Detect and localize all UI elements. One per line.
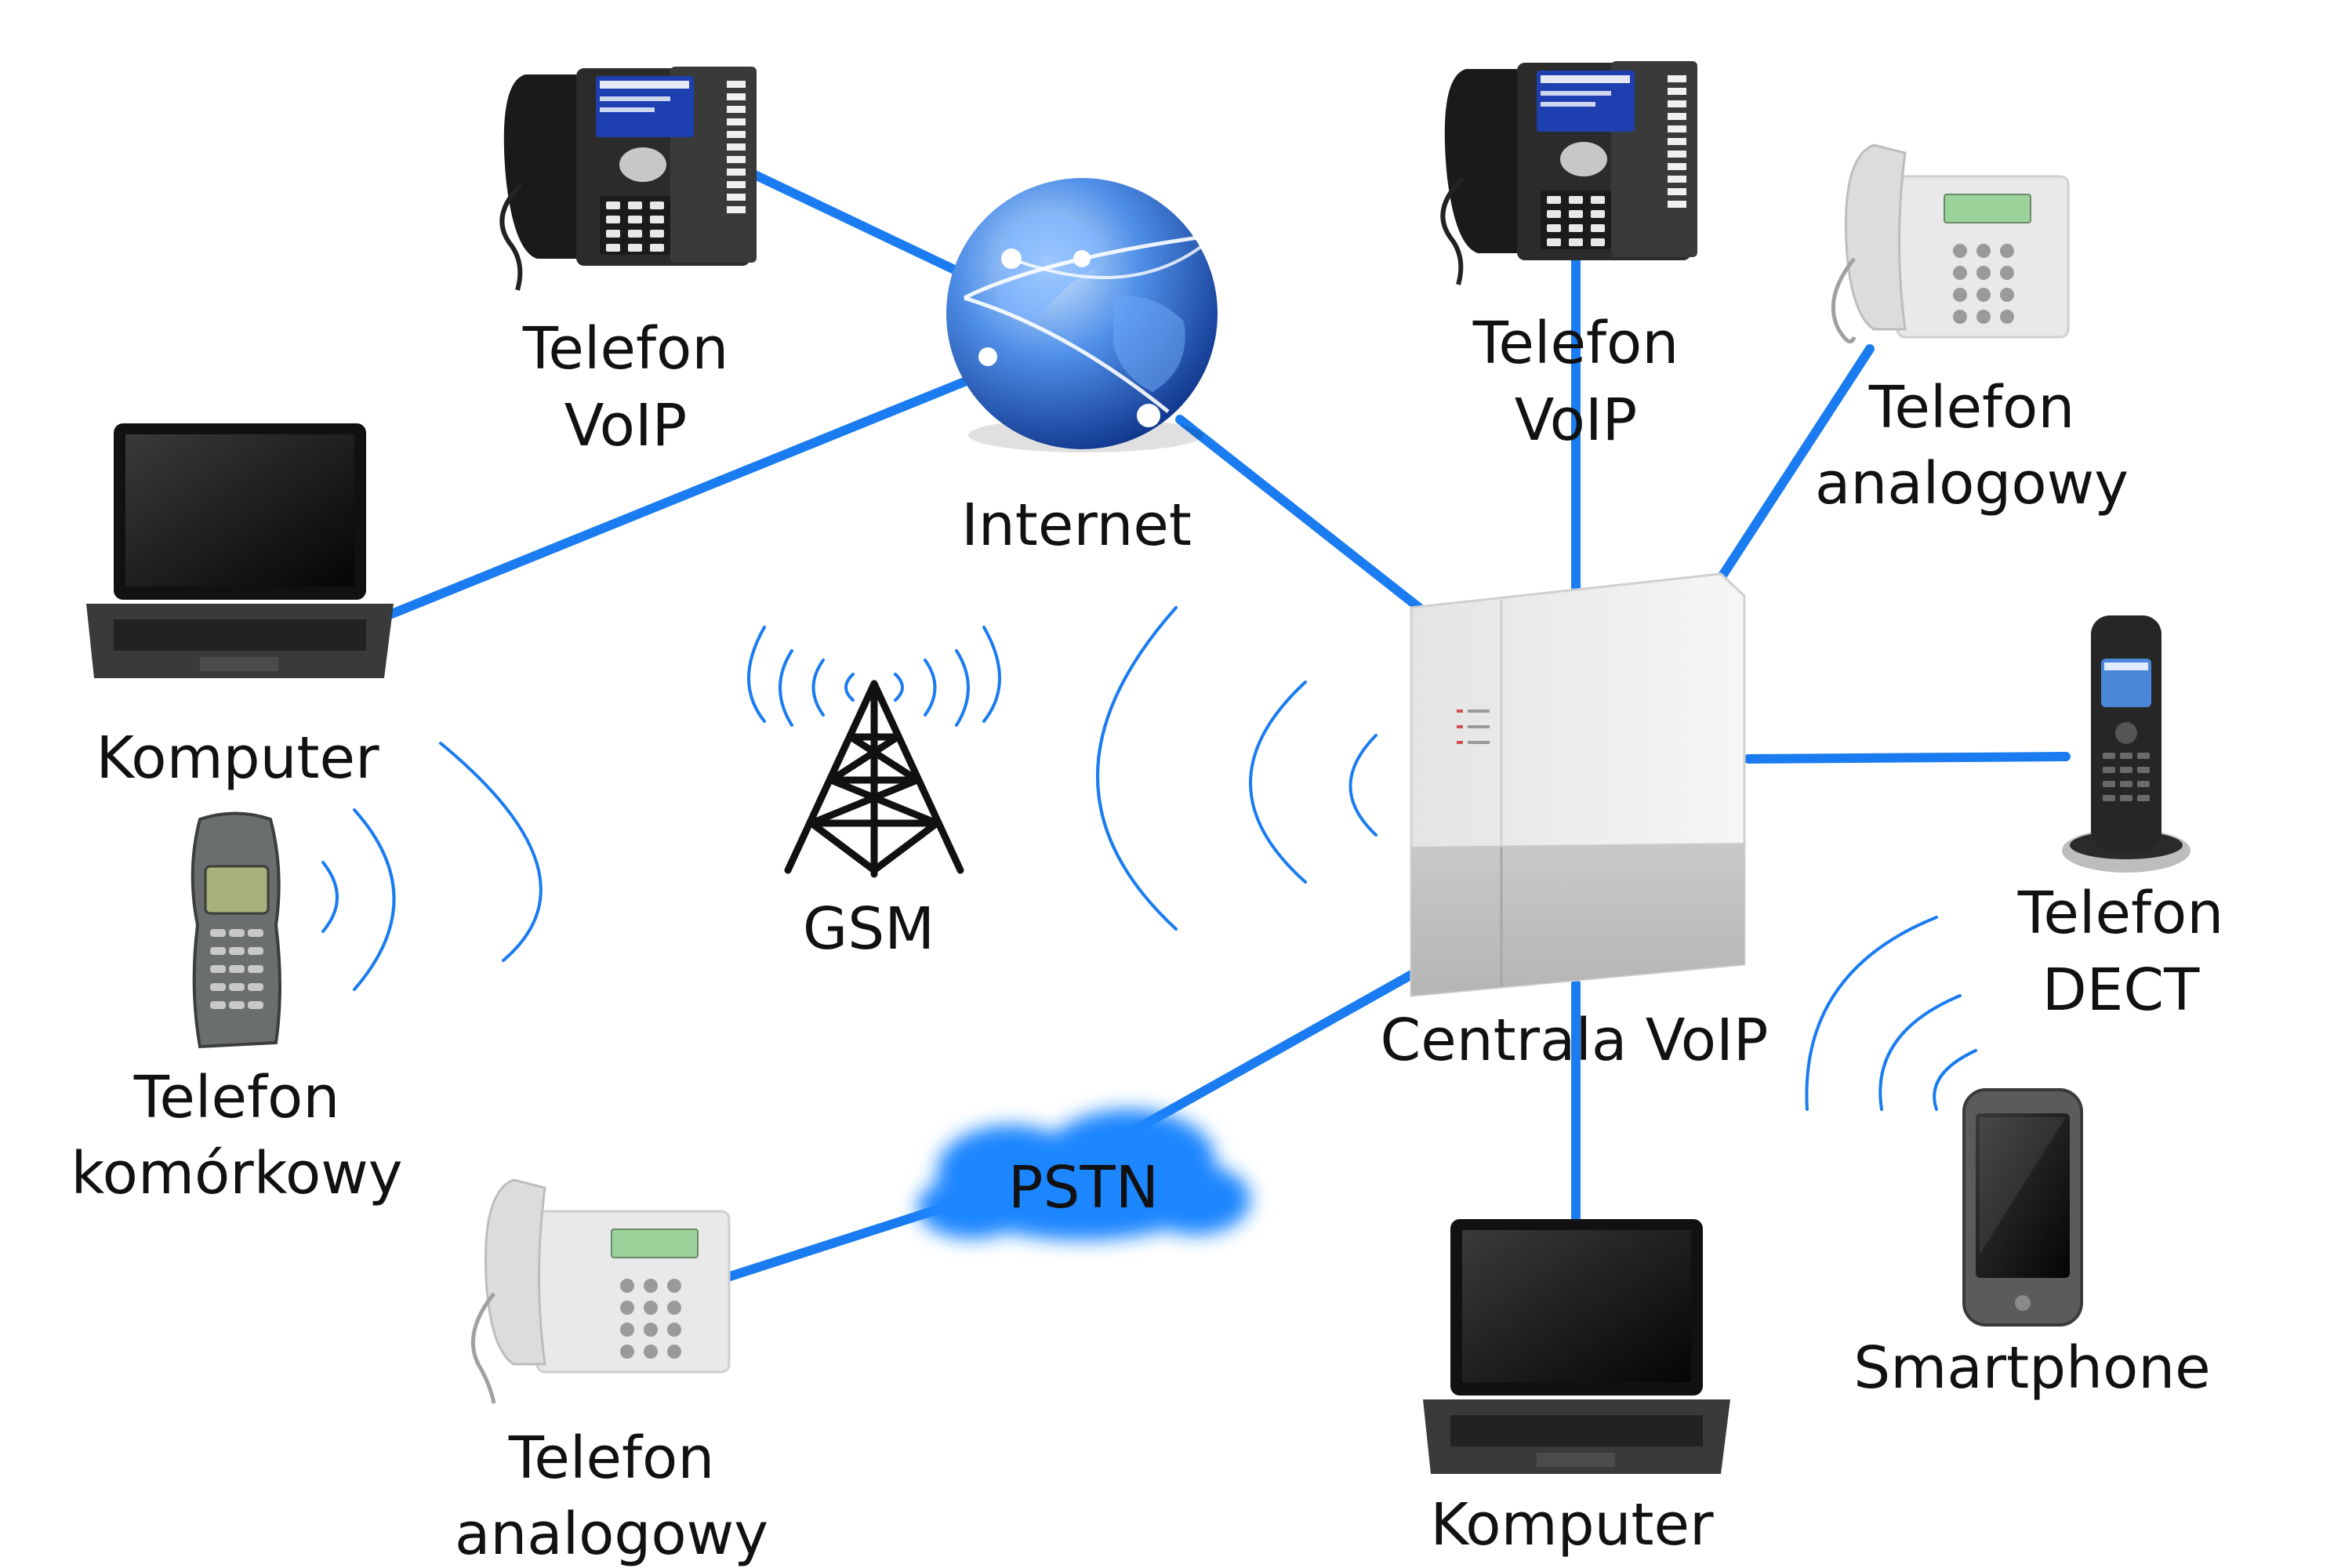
computer-bottom: Komputer (1423, 1219, 1730, 1559)
mobile-label-line2: komórkowy (71, 1140, 402, 1207)
gsm-label: GSM (803, 895, 935, 963)
analog-phone-top-label-line2: analogowy (1815, 450, 2129, 517)
link-dect-central (1744, 752, 2071, 764)
radio-tower-icon (784, 680, 964, 878)
connections (364, 156, 2071, 1283)
central-label: Centrala VoIP (1381, 1007, 1769, 1074)
central-node: Centrala VoIP (1381, 572, 1769, 1074)
wave-smartphone-1 (1933, 1049, 1977, 1111)
laptop-icon (86, 423, 394, 678)
analog-phone-bottom-label-line1: Telefon (508, 1425, 714, 1492)
link-analog-top-central (1712, 344, 1875, 589)
dect-label-line1: Telefon (2017, 880, 2223, 947)
pstn-node: PSTN (917, 1109, 1250, 1240)
dect-node: Telefon DECT (2017, 615, 2223, 1024)
link-computer-internet (364, 376, 973, 628)
link-voip-left-internet (720, 156, 969, 279)
globe-icon (946, 178, 1221, 452)
analog-phone-bottom-label-line2: analogowy (455, 1501, 768, 1568)
voip-phone-right-label-line1: Telefon (1472, 310, 1679, 377)
wave-central-1 (1348, 734, 1377, 837)
analog-phone-icon (1831, 143, 2070, 344)
internet-node: Internet (946, 178, 1221, 559)
internet-label: Internet (961, 492, 1192, 559)
voip-phone-left: Telefon VoIP (499, 67, 757, 459)
computer-bottom-label: Komputer (1430, 1491, 1714, 1559)
dect-label-line2: DECT (2042, 956, 2200, 1024)
wireless-waves (321, 606, 1977, 1111)
desk-phone-icon (499, 67, 757, 291)
gsm-node: GSM (747, 626, 1001, 963)
mobile-label-line1: Telefon (133, 1064, 339, 1131)
smartphone-icon (1962, 1088, 2083, 1327)
cloud-icon (917, 1109, 1250, 1240)
mobile-node: Telefon komórkowy (71, 811, 403, 1207)
analog-phone-top: Telefon analogowy (1815, 143, 2129, 517)
voip-phone-left-label-line1: Telefon (522, 315, 728, 383)
link-pstn-analog-bottom (720, 1199, 961, 1283)
voip-phone-right: Telefon VoIP (1440, 61, 1697, 454)
voip-phone-left-label-line2: VoIP (564, 392, 688, 459)
wave-mobile-3 (439, 742, 543, 962)
analog-phone-top-label-line1: Telefon (1868, 374, 2074, 441)
gsm-signal-waves (747, 626, 1001, 727)
link-internet-central (1175, 415, 1424, 612)
pbx-box-icon (1410, 572, 1746, 997)
smartphone-node: Smartphone (1853, 1088, 2211, 1402)
wave-central-3 (1096, 606, 1178, 931)
voip-phone-right-label-line2: VoIP (1515, 387, 1638, 454)
wave-mobile-2 (353, 808, 396, 991)
laptop-icon (1423, 1219, 1730, 1474)
computer-left-label: Komputer (96, 724, 379, 792)
computer-left: Komputer (86, 423, 394, 792)
analog-phone-bottom: Telefon analogowy (455, 1178, 768, 1568)
analog-phone-icon (470, 1178, 731, 1404)
wave-central-2 (1249, 681, 1307, 884)
pstn-label: PSTN (1008, 1154, 1159, 1221)
smartphone-label: Smartphone (1853, 1334, 2210, 1402)
cordless-phone-icon (2062, 615, 2190, 873)
desk-phone-icon (1440, 61, 1697, 285)
wave-smartphone-2 (1878, 994, 1962, 1111)
mobile-phone-icon (191, 811, 281, 1049)
wave-smartphone-3 (1805, 916, 1938, 1111)
wave-mobile-1 (321, 861, 339, 933)
